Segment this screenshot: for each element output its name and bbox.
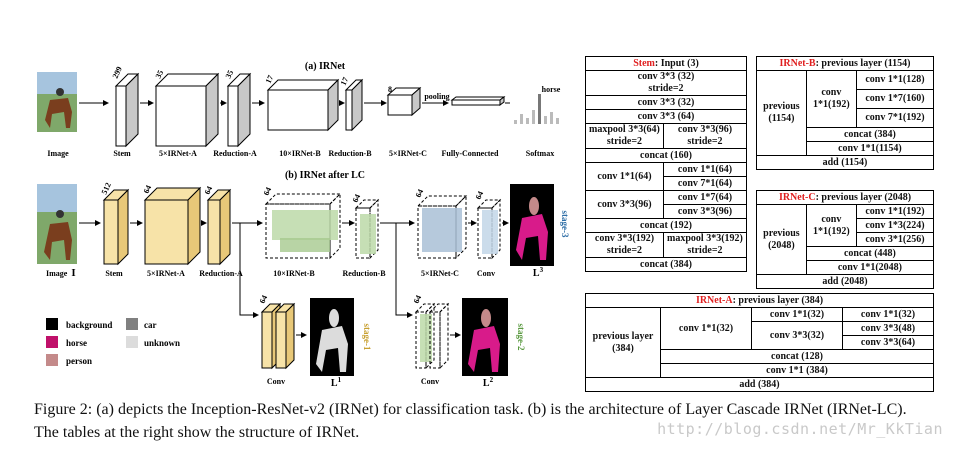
legend-label-background: background xyxy=(66,320,112,330)
output-l1 xyxy=(310,298,354,376)
dim-64f: 64 xyxy=(474,190,486,201)
figure-caption: Figure 2: (a) depicts the Inception-ResN… xyxy=(34,398,954,444)
legend: background car horse unknown person xyxy=(46,318,180,366)
softmax-bar xyxy=(556,118,559,124)
label-fc: Fully-Connected xyxy=(442,149,499,158)
dim-64h: 64 xyxy=(412,294,424,305)
conv-block-stage2 xyxy=(414,302,450,370)
input-image-top xyxy=(37,72,77,132)
label-conv-stage1: Conv xyxy=(267,377,285,386)
legend-label-unknown: unknown xyxy=(144,338,180,348)
label-irnet-c-bottom: 5×IRNet-C xyxy=(421,269,459,278)
softmax-bar xyxy=(514,120,517,124)
label-irnet-b-top: 10×IRNet-B xyxy=(279,149,321,158)
irnet-a-block-lc xyxy=(143,186,202,266)
output-l3 xyxy=(510,184,554,266)
output-l1-label: L1 xyxy=(331,376,342,389)
irnet-title: (a) IRNet xyxy=(305,61,346,72)
softmax-bar xyxy=(526,118,529,124)
legend-label-person: person xyxy=(66,356,92,366)
softmax-bar xyxy=(520,114,523,124)
irnet-b-block xyxy=(266,78,340,132)
dim-64a: 64 xyxy=(142,184,154,195)
output-l3-label: L3 xyxy=(533,266,544,279)
stage2-label: stage-2 xyxy=(516,324,526,351)
legend-swatch-person xyxy=(46,354,58,366)
label-stem-top: Stem xyxy=(113,149,131,158)
dim-64c: 64 xyxy=(262,186,274,197)
caption-line-1: Figure 2: (a) depicts the Inception-ResN… xyxy=(34,401,907,418)
reduction-a-block-lc xyxy=(206,188,232,266)
irnet-c-table: IRNet-C: previous layer (2048) previous(… xyxy=(756,190,935,289)
stage1-label: stage-1 xyxy=(362,324,372,351)
label-image-top: Image xyxy=(47,149,69,158)
softmax-bars xyxy=(514,94,559,124)
dim-8: 8 xyxy=(388,85,392,94)
stem-block xyxy=(114,72,140,148)
output-l2 xyxy=(462,298,508,376)
dim-64b: 64 xyxy=(203,185,215,196)
dim-17b: 17 xyxy=(339,76,351,87)
softmax-bar xyxy=(544,116,547,124)
label-softmax: Softmax xyxy=(526,149,554,158)
reduction-a-block xyxy=(226,72,252,148)
legend-label-car: car xyxy=(144,320,157,330)
label-irnet-b-bottom: 10×IRNet-B xyxy=(273,269,315,278)
legend-label-horse: horse xyxy=(66,338,87,348)
label-irnet-a-bottom: 5×IRNet-A xyxy=(147,269,185,278)
caption-line-2: The tables at the right show the structu… xyxy=(34,424,360,441)
irnet-lc-title: (b) IRNet after LC xyxy=(285,170,365,181)
softmax-bar xyxy=(550,112,553,124)
input-image-bottom xyxy=(37,184,77,264)
stage3-label: stage-3 xyxy=(560,211,570,238)
fc-block xyxy=(450,96,506,106)
irnet-c-block-lc xyxy=(416,194,468,260)
dim-64g: 64 xyxy=(258,294,270,305)
irnet-a-block xyxy=(154,72,220,148)
reduction-b-block xyxy=(344,78,364,132)
reduction-b-block-lc xyxy=(354,198,380,260)
irnet-b-block-lc xyxy=(264,192,342,260)
softmax-bar xyxy=(532,110,535,124)
label-irnet-a-top: 5×IRNet-A xyxy=(159,149,197,158)
label-reduction-b-top: Reduction-B xyxy=(328,149,372,158)
dim-299: 299 xyxy=(111,65,124,80)
softmax-bar xyxy=(538,94,541,124)
dim-35b: 35 xyxy=(224,69,236,80)
label-reduction-b-bottom: Reduction-B xyxy=(342,269,386,278)
label-reduction-a-bottom: Reduction-A xyxy=(199,269,243,278)
label-conv-stage2: Conv xyxy=(421,377,439,386)
dim-64d: 64 xyxy=(351,193,363,204)
output-l2-label: L2 xyxy=(483,376,494,389)
legend-swatch-background xyxy=(46,318,58,330)
label-irnet-c-top: 5×IRNet-C xyxy=(389,149,427,158)
stem-table: Stem: Input (3) conv 3*3 (32)stride=2 co… xyxy=(585,56,748,272)
pooling-label: pooling xyxy=(424,92,449,101)
stem-block-lc xyxy=(102,188,130,266)
irnet-b-table: IRNet-B: previous layer (1154) previous(… xyxy=(756,56,935,170)
legend-swatch-horse xyxy=(46,336,58,348)
conv-block-stage3 xyxy=(476,198,502,260)
label-reduction-a-top: Reduction-A xyxy=(213,149,257,158)
legend-swatch-unknown xyxy=(126,336,138,348)
branch-to-stage1 xyxy=(239,223,259,318)
irnet-c-block xyxy=(386,86,422,117)
label-conv-stage3: Conv xyxy=(477,269,495,278)
dim-17a: 17 xyxy=(264,74,276,85)
legend-swatch-car xyxy=(126,318,138,330)
watermark: http://blog.csdn.net/Mr_KkTian xyxy=(657,420,943,438)
label-stem-bottom: Stem xyxy=(105,269,123,278)
dim-64e: 64 xyxy=(414,188,426,199)
horse-label: horse xyxy=(542,85,561,94)
irnet-a-table: IRNet-A: previous layer (384) previous l… xyxy=(585,293,934,392)
conv-block-stage1 xyxy=(260,302,296,370)
branch-to-stage2 xyxy=(395,223,413,318)
dim-35a: 35 xyxy=(154,69,166,80)
